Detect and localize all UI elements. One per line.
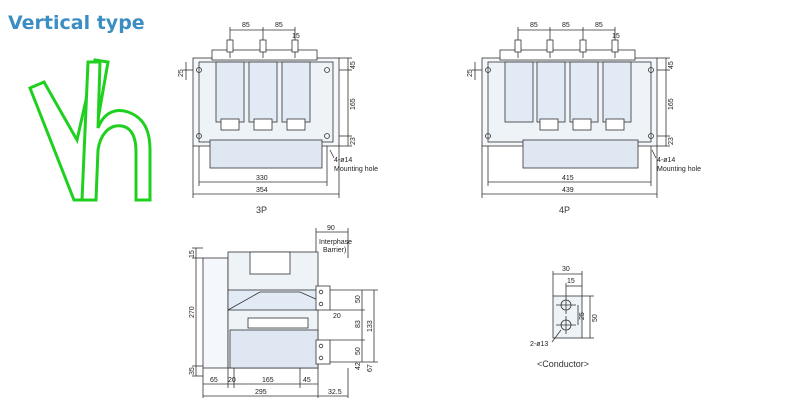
svg-text:415: 415 — [562, 175, 574, 182]
svg-text:25: 25 — [579, 312, 586, 320]
svg-text:165: 165 — [350, 98, 357, 110]
view-4p-label: 4P — [559, 205, 570, 215]
view-4p — [472, 27, 670, 198]
conductor-view — [551, 271, 594, 343]
svg-text:2-ø13: 2-ø13 — [530, 341, 548, 348]
svg-text:23: 23 — [350, 137, 357, 145]
svg-text:330: 330 — [256, 175, 268, 182]
svg-text:Barrier): Barrier) — [323, 247, 346, 254]
svg-text:65: 65 — [210, 377, 218, 384]
svg-text:270: 270 — [189, 306, 196, 318]
svg-text:85: 85 — [530, 22, 538, 29]
svg-text:45: 45 — [303, 377, 311, 384]
side-view — [192, 228, 378, 398]
svg-text:85: 85 — [562, 22, 570, 29]
svg-text:85: 85 — [275, 22, 283, 29]
svg-text:20: 20 — [228, 377, 236, 384]
svg-text:20: 20 — [333, 313, 341, 320]
svg-text:15: 15 — [292, 33, 300, 40]
svg-text:45: 45 — [668, 61, 675, 69]
page-title: Vertical type — [8, 12, 145, 34]
svg-text:85: 85 — [595, 22, 603, 29]
conductor-label: <Conductor> — [537, 359, 589, 369]
svg-text:4-ø14: 4-ø14 — [657, 157, 675, 164]
svg-text:133: 133 — [367, 320, 374, 332]
svg-text:15: 15 — [189, 250, 196, 258]
svg-text:42: 42 — [355, 362, 362, 370]
svg-text:15: 15 — [567, 278, 575, 285]
svg-text:85: 85 — [242, 22, 250, 29]
svg-text:25: 25 — [467, 69, 474, 77]
view-3p — [183, 27, 352, 198]
svg-text:25: 25 — [178, 69, 185, 77]
svg-text:439: 439 — [562, 187, 574, 194]
svg-text:83: 83 — [355, 320, 362, 328]
svg-text:4-ø14: 4-ø14 — [334, 157, 352, 164]
vh-logo: Vh — [28, 58, 152, 202]
svg-text:35: 35 — [189, 367, 196, 375]
svg-text:67: 67 — [367, 364, 374, 372]
svg-text:50: 50 — [592, 314, 599, 322]
svg-text:Mounting hole: Mounting hole — [334, 166, 378, 173]
svg-text:Interphase: Interphase — [319, 239, 352, 246]
svg-text:Mounting hole: Mounting hole — [657, 166, 701, 173]
view-3p-label: 3P — [256, 205, 267, 215]
svg-text:23: 23 — [668, 137, 675, 145]
svg-text:165: 165 — [668, 98, 675, 110]
svg-text:50: 50 — [355, 347, 362, 355]
side-view-dimensions: 90 Interphase Barrier) 15 270 35 50 83 1… — [189, 225, 374, 396]
svg-text:165: 165 — [262, 377, 274, 384]
view-4p-dimensions: 85 85 85 15 25 45 165 23 4-ø14 Mounting … — [467, 22, 701, 215]
svg-text:30: 30 — [562, 266, 570, 273]
view-3p-dimensions: 85 85 15 25 45 165 23 4-ø14 Mounting hol… — [178, 22, 378, 215]
svg-text:50: 50 — [355, 295, 362, 303]
conductor-dimensions: 30 15 25 50 2-ø13 <Conductor> — [530, 266, 599, 369]
svg-text:15: 15 — [612, 33, 620, 40]
svg-text:295: 295 — [255, 389, 267, 396]
svg-text:90: 90 — [327, 225, 335, 232]
svg-text:45: 45 — [350, 61, 357, 69]
svg-text:354: 354 — [256, 187, 268, 194]
svg-text:32.5: 32.5 — [328, 389, 342, 396]
